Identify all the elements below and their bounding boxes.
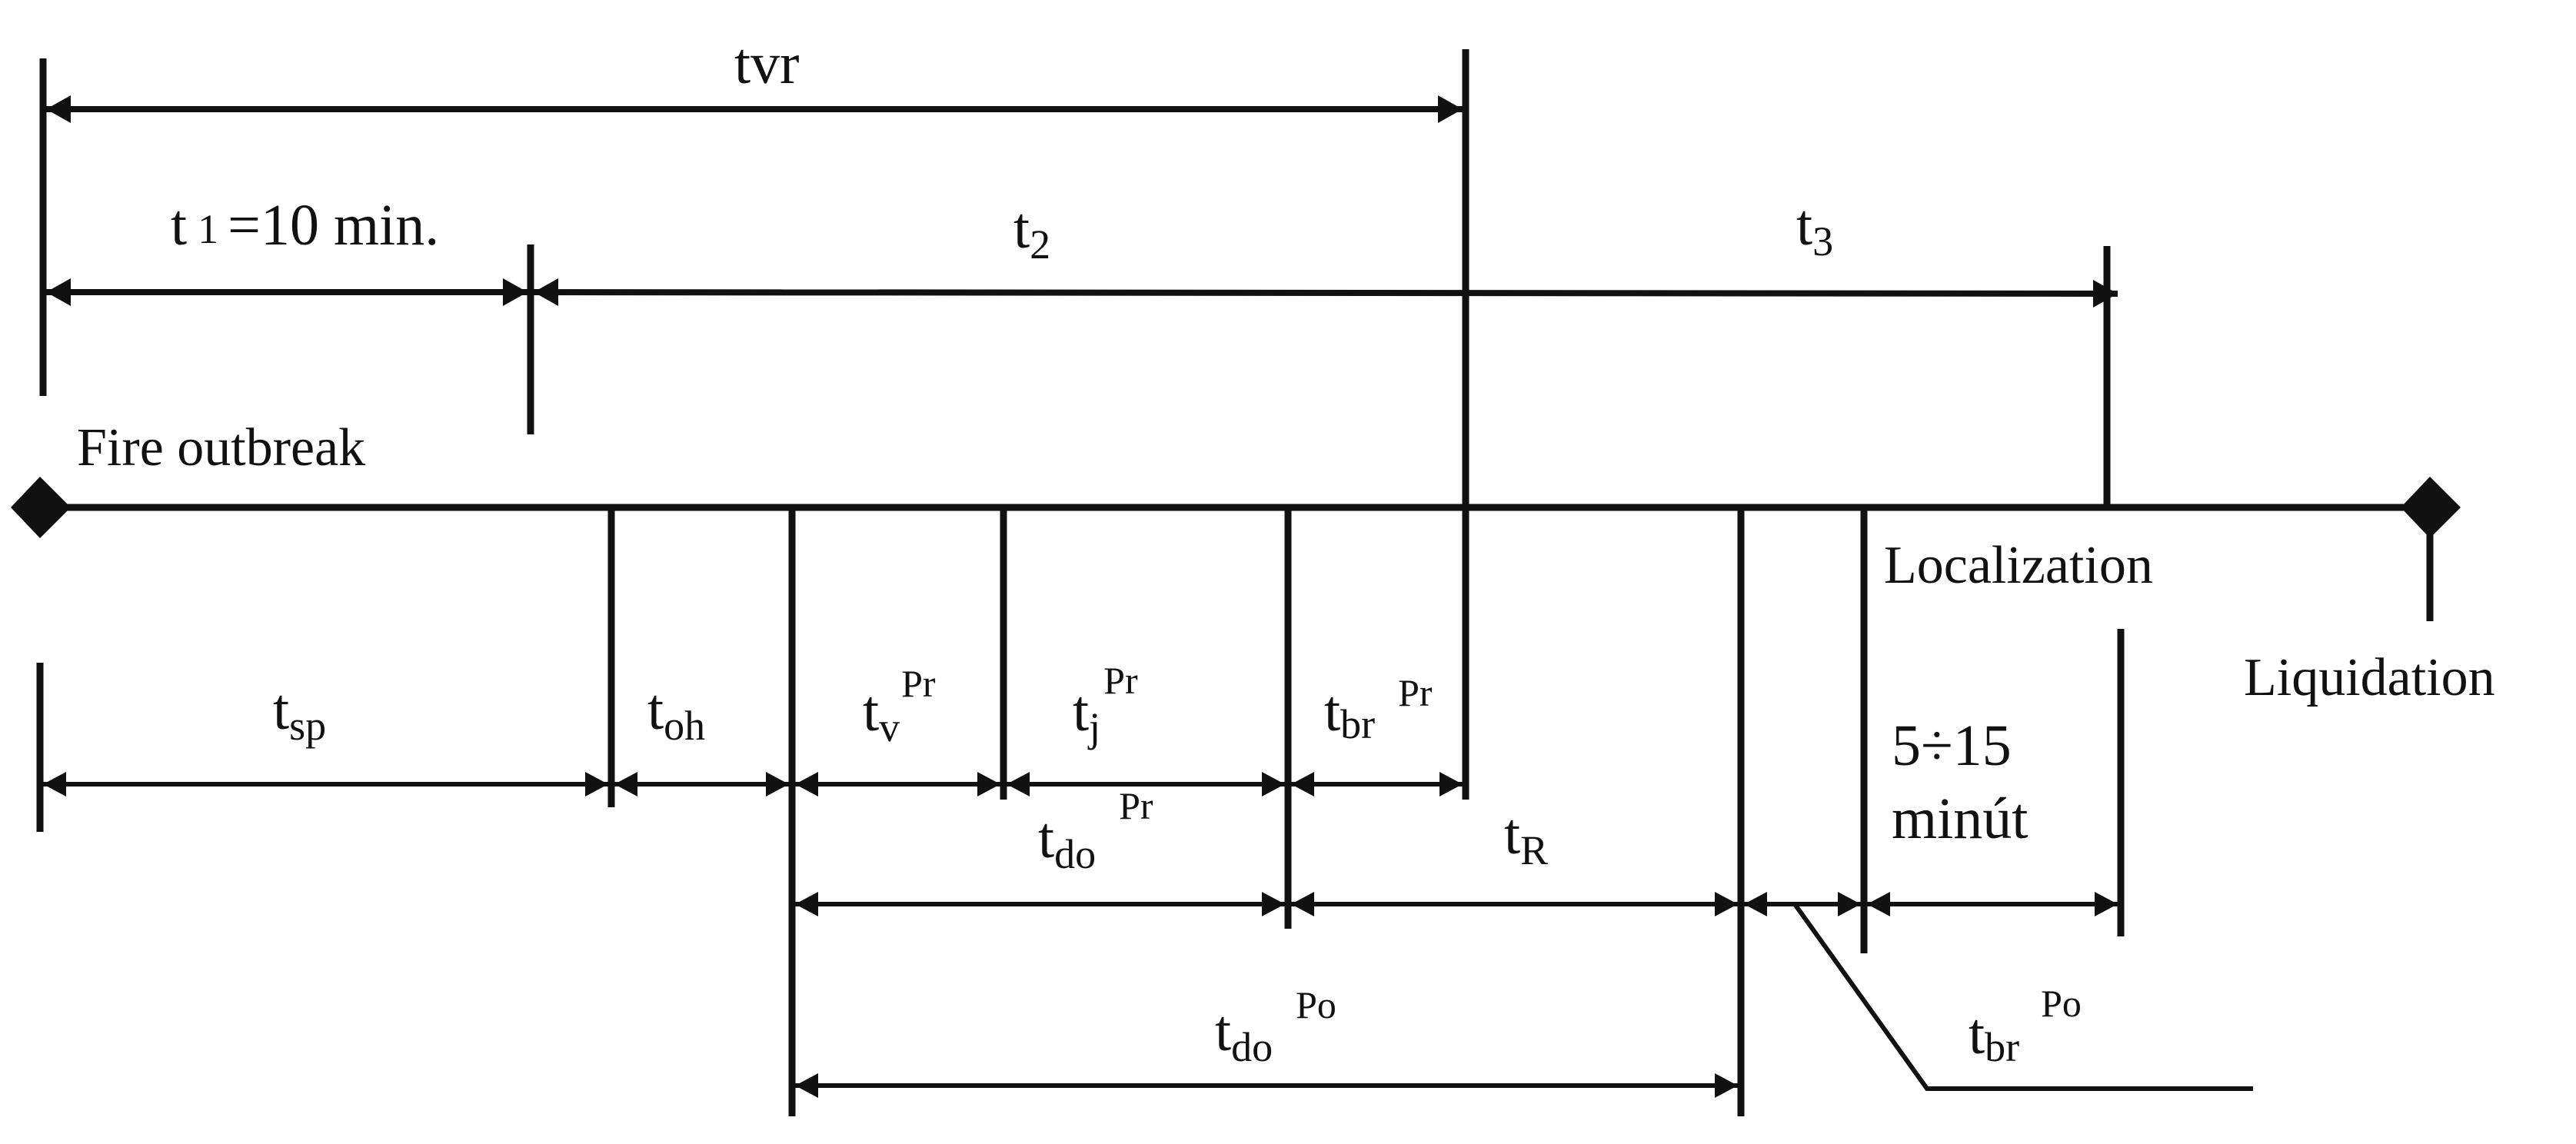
tbr-pr-sup: Pr	[1398, 671, 1433, 714]
localization-label: Localization	[1884, 536, 2153, 595]
tdo-pr-base: t	[1038, 806, 1054, 870]
tvr-arrowhead-left	[46, 95, 71, 123]
t1-arrowhead-left	[46, 278, 71, 306]
t1-sub: 1	[198, 206, 218, 252]
tR-label: tR	[1504, 802, 1548, 873]
t1-base: t	[171, 193, 187, 258]
tj-pr-label: tjPr	[1073, 659, 1138, 750]
t2-base: t	[1013, 196, 1030, 261]
tbr-pr-arrowhead-right	[1439, 772, 1463, 796]
labels: Fire outbreak Localization Liquidation t…	[77, 32, 2495, 1070]
tvr-arrowhead-right	[1438, 95, 1463, 123]
tR-arrowhead-left	[1291, 892, 1314, 916]
tdo-po-label: tdo Po	[1215, 983, 1336, 1070]
tdo-pr-sup: Pr	[1119, 784, 1153, 827]
tsp-arrowhead-right	[585, 772, 608, 796]
tsp-base: t	[273, 677, 289, 742]
range-arrowhead-right	[2095, 892, 2118, 916]
toh-sub: oh	[664, 703, 705, 749]
tbr-pr-arrowhead-left	[1291, 772, 1314, 796]
tv-pr-label: tvPr	[863, 662, 936, 750]
tj-arrowhead-right	[1262, 772, 1285, 796]
tj-sup: Pr	[1103, 659, 1138, 702]
t2-arrowhead-left	[534, 278, 558, 306]
tsp-arrowhead-left	[43, 772, 66, 796]
tdo-po-sub: do	[1231, 1024, 1273, 1070]
tsp-sub: sp	[289, 703, 326, 749]
tdo-pr-arrowhead-right	[1262, 892, 1285, 916]
t3-arrowhead-right	[2093, 280, 2118, 308]
tbr-po-base: t	[1969, 1002, 1985, 1066]
tR-arrowhead-right	[1715, 892, 1738, 916]
tbr-pr-label: tbr Pr	[1324, 671, 1433, 747]
range-label-line2: minút	[1892, 786, 2028, 851]
tv-arrowhead-right	[977, 772, 1000, 796]
tv-arrowhead-left	[795, 772, 818, 796]
tbr-po-leader-line	[1792, 903, 2253, 1091]
t3-sub: 3	[1812, 218, 1833, 264]
t2-label: t2	[1013, 196, 1050, 268]
tbr-po-arrowhead-left	[1744, 892, 1767, 916]
tR-base: t	[1504, 802, 1520, 866]
t1-arrowhead-right	[503, 278, 528, 306]
tbr-po-arrowhead-right	[1838, 892, 1861, 916]
start-diamond-marker	[11, 477, 71, 538]
fire-outbreak-label: Fire outbreak	[77, 418, 365, 477]
t3-base: t	[1796, 193, 1812, 258]
tbr-po-label: tbr Po	[1969, 982, 2082, 1070]
tj-base: t	[1073, 679, 1089, 743]
tbr-po-sub: br	[1985, 1024, 2019, 1070]
main-timeline	[11, 477, 2461, 621]
tdo-po-arrowhead-right	[1715, 1073, 1738, 1098]
dimension-arrows	[43, 95, 2253, 1098]
tvr-label: tvr	[734, 32, 799, 96]
tR-sub: R	[1520, 827, 1548, 873]
tbr-pr-base: t	[1324, 679, 1340, 743]
toh-arrowhead-right	[766, 772, 789, 796]
t3-label: t3	[1796, 193, 1833, 264]
tbr-po-sup: Po	[2041, 982, 2082, 1025]
tdo-pr-sub: do	[1054, 831, 1096, 877]
t2-t3-arrow	[533, 289, 2118, 297]
toh-label: toh	[647, 677, 705, 749]
t2-sub: 2	[1030, 221, 1050, 268]
liquidation-label: Liquidation	[2244, 648, 2495, 707]
tdo-po-arrowhead-left	[795, 1073, 818, 1098]
tdo-po-sup: Po	[1296, 983, 1336, 1026]
tbr-pr-sub: br	[1340, 701, 1375, 747]
tdo-pr-label: tdo Pr	[1038, 784, 1153, 877]
tv-base: t	[863, 679, 879, 743]
tj-arrowhead-left	[1007, 772, 1030, 796]
tj-sub: j	[1087, 704, 1100, 750]
boundary-lines	[36, 49, 2125, 1116]
tv-sub: v	[879, 704, 900, 750]
range-label-line1: 5÷15	[1892, 713, 2012, 778]
toh-base: t	[647, 677, 664, 742]
range-arrowhead-left	[1867, 892, 1890, 916]
tdo-po-base: t	[1215, 999, 1231, 1063]
tdo-pr-arrowhead-left	[795, 892, 818, 916]
tsp-label: tsp	[273, 677, 326, 749]
toh-arrowhead-left	[614, 772, 637, 796]
t1-value: =10 min.	[228, 193, 439, 258]
tv-sup: Pr	[901, 662, 936, 705]
